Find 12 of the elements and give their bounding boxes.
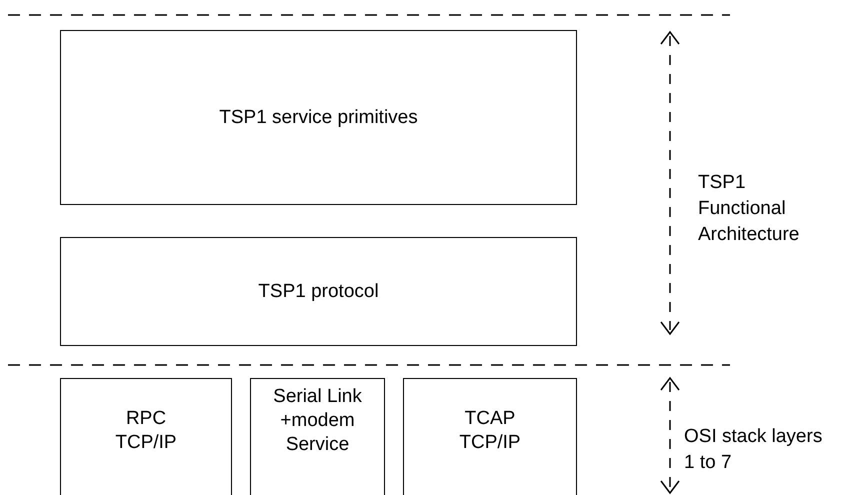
box-label: TSP1 service primitives: [219, 106, 418, 130]
box-label: TSP1 protocol: [258, 280, 379, 304]
stack-box: [403, 378, 577, 495]
stack-box: [250, 378, 385, 495]
stack-box: [60, 378, 232, 495]
box-label: TCAP TCP/IP: [458, 407, 522, 455]
box-label: Serial Link +modem Service: [272, 385, 363, 457]
side-label: TSP1 Functional Architecture: [698, 171, 800, 247]
side-label: OSI stack layers 1 to 7: [684, 425, 824, 475]
layer-box: [60, 237, 577, 346]
layer-box: [60, 30, 577, 205]
box-label: RPC TCP/IP: [114, 407, 178, 455]
